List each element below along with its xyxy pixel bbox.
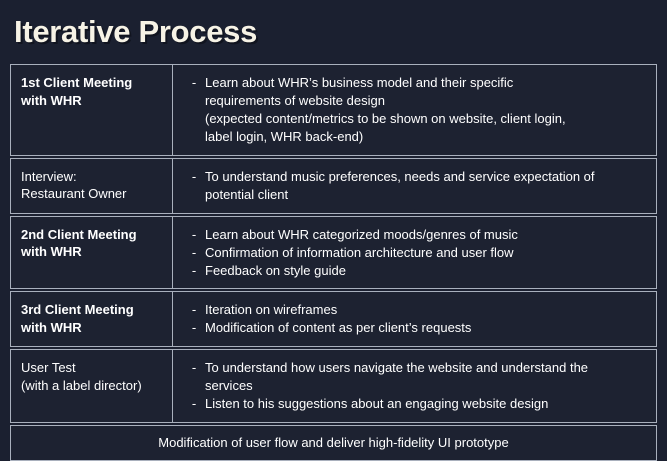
row-label-line: 2nd Client Meeting [21,226,137,242]
row-label-cell: User Test (with a label director) [11,350,173,423]
list-item-line: Modification of content as per client’s … [205,320,472,336]
list-item-line: potential client [205,186,289,202]
list-item: - To understand how users navigate the w… [173,359,648,395]
list-item: - Learn about WHR’s business model and t… [173,74,648,146]
row-label-cell: 3rd Client Meeting with WHR [11,292,173,347]
row-label-cell: Interview: Restaurant Owner [11,158,173,213]
row-label-line: 1st Client Meeting [21,75,133,90]
list-item-text: To understand music preferences, needs a… [205,168,648,204]
page-title: Iterative Process [14,14,258,49]
bullet-dash-icon: - [191,360,197,376]
list-item-line: services [205,378,253,394]
iterative-process-table: 1st Client Meeting with WHR - Learn abou… [10,64,657,461]
list-item: - To understand music preferences, needs… [173,168,648,204]
list-item-line: To understand how users navigate the web… [205,360,589,376]
list-item: - Listen to his suggestions about an eng… [173,395,648,413]
bullet-dash-icon: - [191,168,197,184]
table-row: 3rd Client Meeting with WHR - Iteration … [10,291,657,348]
row-items-cell: - Iteration on wireframes - Modification… [173,292,656,346]
list-item-text: Feedback on style guide [205,262,648,280]
list-item-line: Learn about WHR categorized moods/genres… [205,226,518,242]
list-item-line: To understand music preferences, needs a… [205,168,595,184]
list-item-line: Feedback on style guide [205,262,346,278]
list-item: - Iteration on wireframes [173,301,648,319]
list-item-text: Confirmation of information architecture… [205,244,648,262]
table-row: Interview: Restaurant Owner - To underst… [10,157,657,214]
table-footer-row: Modification of user flow and deliver hi… [10,425,657,461]
row-label-cell: 2nd Client Meeting with WHR [11,216,173,289]
row-label-cell: 1st Client Meeting with WHR [11,65,173,155]
list-item-line: Learn about WHR’s business model and the… [205,75,514,90]
row-label-line: with WHR [21,92,82,108]
list-item-line: (expected content/metrics to be shown on… [205,110,566,126]
bullet-dash-icon: - [191,244,197,260]
list-item: - Learn about WHR categorized moods/genr… [173,226,648,244]
bullet-dash-icon: - [191,320,197,336]
row-label-line: Restaurant Owner [21,186,127,202]
row-label-line: 3rd Client Meeting [21,302,134,318]
row-label-line: Interview: [21,168,77,184]
bullet-dash-icon: - [191,396,197,412]
row-items-cell: - To understand music preferences, needs… [173,159,656,213]
list-item-line: requirements of website design [205,92,385,108]
list-item-line: label login, WHR back-end) [205,128,364,144]
list-item: - Confirmation of information architectu… [173,244,648,262]
list-item-text: Modification of content as per client’s … [205,319,648,337]
row-label-line: with WHR [21,319,82,335]
list-item-text: Listen to his suggestions about an engag… [205,395,648,413]
row-items-cell: - To understand how users navigate the w… [173,350,656,422]
bullet-dash-icon: - [191,302,197,318]
list-item: - Modification of content as per client’… [173,319,648,337]
list-item-line: Confirmation of information architecture… [205,244,514,260]
list-item-line: Iteration on wireframes [205,302,338,318]
bullet-dash-icon: - [191,262,197,278]
list-item-text: Learn about WHR categorized moods/genres… [205,226,648,244]
bullet-dash-icon: - [191,226,197,242]
table-row: 2nd Client Meeting with WHR - Learn abou… [10,215,657,290]
row-label-line: User Test [21,360,76,376]
bullet-dash-icon: - [191,75,197,90]
table-row: 1st Client Meeting with WHR - Learn abou… [10,64,657,156]
list-item-line: Listen to his suggestions about an engag… [205,396,549,412]
list-item: - Feedback on style guide [173,262,648,280]
row-label-line: with WHR [21,244,82,260]
row-items-cell: - Learn about WHR categorized moods/genr… [173,217,656,289]
row-items-cell: - Learn about WHR’s business model and t… [173,65,656,155]
table-row: User Test (with a label director) - To u… [10,349,657,424]
row-label-line: (with a label director) [21,377,142,393]
list-item-text: Learn about WHR’s business model and the… [205,74,648,146]
slide-root: Iterative Process 1st Client Meeting wit… [10,14,657,461]
list-item-text: Iteration on wireframes [205,301,648,319]
list-item-text: To understand how users navigate the web… [205,359,648,395]
